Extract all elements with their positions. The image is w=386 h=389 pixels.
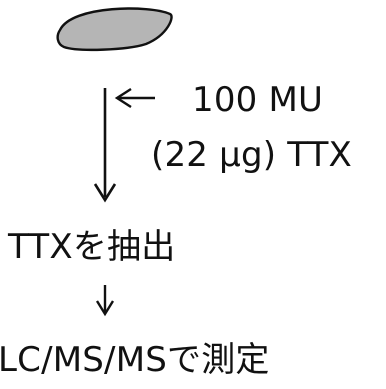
measure-step-label: LC/MS/MSで測定	[0, 340, 270, 380]
main-down-arrow-icon	[93, 88, 117, 203]
dose-amount-label: 100 MU	[192, 80, 324, 120]
injection-left-arrow-icon	[114, 87, 155, 109]
extract-step-label: TTXを抽出	[8, 227, 176, 267]
specimen-shape	[56, 7, 173, 52]
dose-mass-toxin-label: (22 μg) TTX	[151, 135, 353, 175]
second-down-arrow-icon	[95, 285, 115, 317]
